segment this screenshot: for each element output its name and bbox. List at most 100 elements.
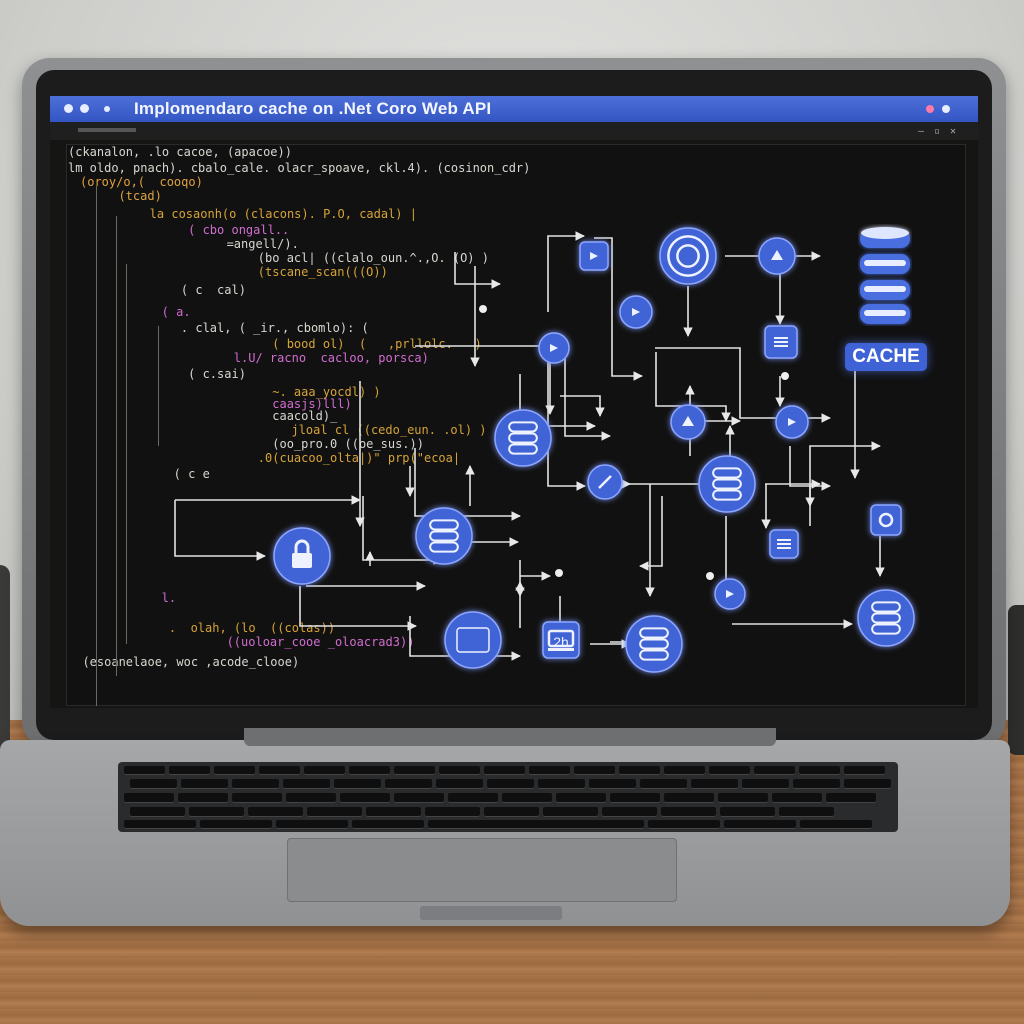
keyboard-key[interactable] (349, 766, 390, 775)
triangle-shape (771, 250, 783, 260)
keyboard-key[interactable] (334, 779, 381, 789)
window-control-icon[interactable] (942, 105, 950, 113)
keyboard-key[interactable] (610, 793, 660, 803)
database-node-icon[interactable] (698, 455, 756, 513)
keyboard-key[interactable] (664, 766, 705, 775)
keyboard-key[interactable] (232, 779, 279, 789)
window-control-icon[interactable] (926, 105, 934, 113)
keyboard-key[interactable] (484, 807, 539, 817)
keyboard-key[interactable] (529, 766, 570, 775)
keyboard-key[interactable] (436, 779, 483, 789)
database-node-icon[interactable] (625, 615, 683, 673)
maximize-icon[interactable]: ▫ (934, 126, 941, 137)
keyboard-key[interactable] (799, 766, 840, 775)
keyboard-key[interactable] (640, 779, 687, 789)
keyboard-key[interactable] (538, 779, 585, 789)
lock-shackle (294, 539, 310, 553)
database-stripe (429, 541, 459, 553)
database-stripe (712, 489, 742, 501)
screen-frame (547, 629, 575, 648)
keyboard-key[interactable] (448, 793, 498, 803)
keyboard-key[interactable] (691, 779, 738, 789)
keyboard-key[interactable] (189, 807, 244, 817)
database-stripe (508, 421, 538, 433)
keyboard-key[interactable] (425, 807, 480, 817)
code-line: ( bood ol) ( ,prllolc. ) (200, 337, 482, 351)
code-line: (oroy/o,( cooqo) (80, 175, 203, 189)
clock-node-icon[interactable] (444, 611, 502, 669)
keyboard-key[interactable] (793, 779, 840, 789)
window-dot-icon[interactable] (80, 104, 89, 113)
keyboard-key[interactable] (124, 793, 174, 803)
keyboard-key[interactable] (800, 820, 872, 829)
keyboard-key[interactable] (484, 766, 525, 775)
keyboard-key[interactable] (232, 793, 282, 803)
keyboard-key[interactable] (664, 793, 714, 803)
keyboard-key[interactable] (556, 793, 606, 803)
keyboard-key[interactable] (574, 766, 615, 775)
keyboard-key[interactable] (720, 807, 775, 817)
minimize-icon[interactable]: ‒ (918, 126, 925, 137)
toolbar-tab[interactable] (78, 128, 136, 132)
ring-node-icon[interactable] (870, 504, 902, 536)
keyboard-key[interactable] (385, 779, 432, 789)
keyboard-key[interactable] (648, 820, 720, 829)
keyboard-key[interactable] (181, 779, 228, 789)
keyboard[interactable] (118, 762, 898, 832)
code-line: caacold)_ (200, 409, 338, 423)
close-icon[interactable]: ✕ (950, 126, 957, 137)
keyboard-key[interactable] (200, 820, 272, 829)
keyboard-key[interactable] (214, 766, 255, 775)
keyboard-key[interactable] (276, 820, 348, 829)
keyboard-key[interactable] (619, 766, 660, 775)
keyboard-key[interactable] (259, 766, 300, 775)
keyboard-key[interactable] (130, 779, 177, 789)
database-node-icon[interactable] (415, 507, 473, 565)
keyboard-key[interactable] (502, 793, 552, 803)
keyboard-key[interactable] (286, 793, 336, 803)
keyboard-key[interactable] (709, 766, 750, 775)
code-line: (tscane_scan(((O)) (200, 265, 388, 279)
keyboard-key[interactable] (352, 820, 424, 829)
keyboard-key[interactable] (589, 779, 636, 789)
database-node-icon[interactable] (857, 589, 915, 647)
mug-left (0, 565, 10, 755)
keyboard-key[interactable] (304, 766, 345, 775)
window-dot-icon[interactable] (104, 106, 110, 112)
keyboard-key[interactable] (169, 766, 210, 775)
keyboard-key[interactable] (742, 779, 789, 789)
lock-body (292, 553, 312, 568)
keyboard-key[interactable] (826, 793, 876, 803)
keyboard-key[interactable] (772, 793, 822, 803)
keyboard-key[interactable] (439, 766, 480, 775)
connector-arrow (174, 500, 266, 561)
keyboard-key[interactable] (754, 766, 795, 775)
keyboard-key[interactable] (779, 807, 834, 817)
keyboard-key[interactable] (844, 779, 891, 789)
keyboard-key[interactable] (307, 807, 362, 817)
keyboard-key[interactable] (124, 766, 165, 775)
keyboard-key[interactable] (487, 779, 534, 789)
keyboard-key[interactable] (366, 807, 421, 817)
keyboard-key[interactable] (428, 820, 644, 829)
keyboard-key[interactable] (718, 793, 768, 803)
keyboard-key[interactable] (543, 807, 598, 817)
keyboard-key[interactable] (394, 766, 435, 775)
keyboard-key[interactable] (724, 820, 796, 829)
connector-arrow (414, 448, 521, 521)
keyboard-key[interactable] (602, 807, 657, 817)
keyboard-key[interactable] (844, 766, 885, 775)
keyboard-key[interactable] (248, 807, 303, 817)
keyboard-key[interactable] (340, 793, 390, 803)
database-node-icon[interactable] (494, 409, 552, 467)
keyboard-key[interactable] (130, 807, 185, 817)
keyboard-key[interactable] (283, 779, 330, 789)
keyboard-key[interactable] (124, 820, 196, 829)
indent-guide (96, 186, 97, 706)
trackpad[interactable] (287, 838, 677, 902)
keyboard-key[interactable] (178, 793, 228, 803)
keyboard-key[interactable] (661, 807, 716, 817)
window-dot-icon[interactable] (64, 104, 73, 113)
keyboard-key[interactable] (394, 793, 444, 803)
connector-dot (555, 569, 563, 577)
